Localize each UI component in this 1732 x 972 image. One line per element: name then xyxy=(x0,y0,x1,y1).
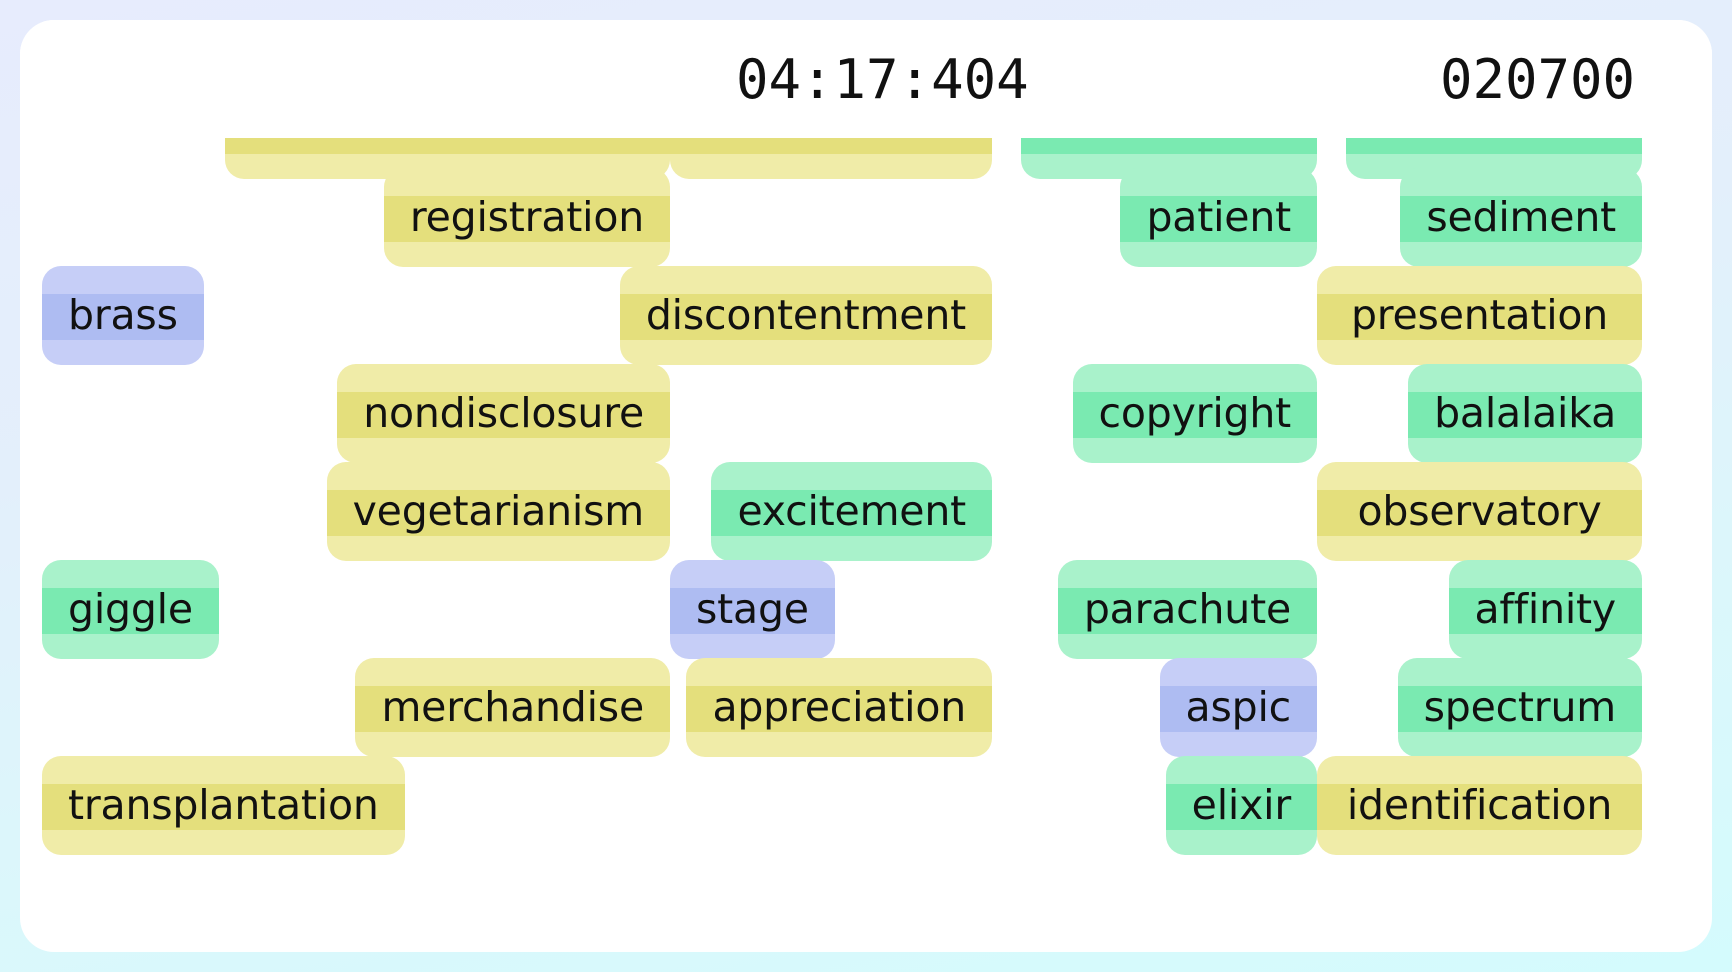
word-chip-board: registration patient sediment brass disconte… xyxy=(20,20,1712,952)
word-chip-clipped[interactable] xyxy=(670,80,992,179)
chip-slot: appreciation xyxy=(670,658,992,757)
chip-label: balalaika xyxy=(1434,389,1616,437)
word-chip[interactable]: stage xyxy=(670,560,835,659)
word-chip[interactable]: identification xyxy=(1317,756,1642,855)
chip-label: identification xyxy=(1346,781,1613,829)
chip-label: appreciation xyxy=(712,683,966,731)
chip-row: nondisclosure copyright balalaika xyxy=(20,364,1712,463)
chip-row: brass discontentment presentation xyxy=(20,266,1712,365)
chip-slot: presentation xyxy=(1317,266,1642,365)
chip-label: patient xyxy=(1146,193,1291,241)
chip-slot: balalaika xyxy=(1317,364,1642,463)
word-chip[interactable]: patient xyxy=(1120,168,1317,267)
word-chip[interactable]: copyright xyxy=(1072,364,1318,463)
chip-slot xyxy=(992,266,1317,365)
word-chip[interactable]: nondisclosure xyxy=(337,364,670,463)
chip-row: registration patient sediment xyxy=(20,168,1712,267)
chip-label: transplantation xyxy=(68,781,379,829)
chip-label: giggle xyxy=(68,585,193,633)
word-chip[interactable]: affinity xyxy=(1448,560,1642,659)
word-chip[interactable]: parachute xyxy=(1057,560,1318,659)
word-chip[interactable]: brass xyxy=(42,266,204,365)
chip-slot xyxy=(670,364,992,463)
chip-label: parachute xyxy=(1083,585,1291,633)
chip-label: spectrum xyxy=(1423,683,1617,731)
chip-label: nondisclosure xyxy=(363,389,644,437)
chip-slot: aspic xyxy=(992,658,1318,757)
chip-slot: elixir xyxy=(992,756,1318,855)
chip-slot: identification xyxy=(1317,756,1642,855)
chip-slot: affinity xyxy=(1317,560,1642,659)
word-chip[interactable]: spectrum xyxy=(1397,658,1643,757)
chip-slot: observatory xyxy=(1317,462,1642,561)
chip-slot: parachute xyxy=(992,560,1318,659)
word-chip[interactable]: excitement xyxy=(711,462,992,561)
chip-slot xyxy=(670,80,992,179)
chip-label: affinity xyxy=(1474,585,1617,633)
chip-slot: sediment xyxy=(1317,168,1642,267)
chip-slot: vegetarianism xyxy=(42,462,671,561)
word-chip[interactable]: registration xyxy=(383,168,671,267)
chip-label: discontentment xyxy=(645,291,966,339)
chip-slot: patient xyxy=(992,168,1317,267)
chip-slot: transplantation xyxy=(42,756,670,855)
word-chip[interactable]: merchandise xyxy=(355,658,670,757)
chip-slot: copyright xyxy=(992,364,1318,463)
chip-label: elixir xyxy=(1191,781,1292,829)
chip-row: transplantation elixir identification xyxy=(20,756,1712,855)
word-chip[interactable]: appreciation xyxy=(686,658,992,757)
chip-label: sediment xyxy=(1426,193,1616,241)
chip-row: merchandise appreciation aspic spectrum xyxy=(20,658,1712,757)
chip-row: giggle stage parachute affinity xyxy=(20,560,1712,659)
chip-slot xyxy=(42,80,670,179)
word-chip-clipped[interactable] xyxy=(225,80,670,179)
word-chip[interactable]: vegetarianism xyxy=(326,462,671,561)
chip-label: copyright xyxy=(1098,389,1292,437)
chip-slot: stage xyxy=(670,560,992,659)
chip-label: aspic xyxy=(1185,683,1292,731)
chip-row: vegetarianism excitement observatory xyxy=(20,462,1712,561)
chip-slot xyxy=(1317,80,1642,179)
word-chip[interactable]: elixir xyxy=(1165,756,1318,855)
word-chip[interactable]: observatory xyxy=(1317,462,1642,561)
word-chip[interactable]: aspic xyxy=(1159,658,1318,757)
word-chip[interactable]: transplantation xyxy=(42,756,405,855)
chip-slot: discontentment xyxy=(619,266,993,365)
chip-slot: spectrum xyxy=(1317,658,1643,757)
chip-label: brass xyxy=(68,291,178,339)
chip-slot xyxy=(992,462,1317,561)
chip-label: registration xyxy=(409,193,644,241)
word-chip[interactable]: presentation xyxy=(1317,266,1642,365)
chip-slot: nondisclosure xyxy=(42,364,670,463)
word-chip[interactable]: giggle xyxy=(42,560,219,659)
chip-slot: registration xyxy=(42,168,671,267)
chip-slot: giggle xyxy=(42,560,670,659)
word-chip[interactable]: balalaika xyxy=(1408,364,1642,463)
chip-slot: brass xyxy=(42,266,670,365)
word-chip-clipped[interactable] xyxy=(1021,80,1317,179)
chip-slot: excitement xyxy=(670,462,992,561)
word-chip[interactable]: discontentment xyxy=(619,266,993,365)
chip-label: excitement xyxy=(737,487,966,535)
chip-slot: merchandise xyxy=(42,658,670,757)
word-chip[interactable]: sediment xyxy=(1400,168,1642,267)
chip-row xyxy=(20,80,1712,179)
chip-label: observatory xyxy=(1357,487,1602,535)
chip-slot xyxy=(670,756,992,855)
chip-label: vegetarianism xyxy=(352,487,645,535)
word-chip-clipped[interactable] xyxy=(1346,80,1642,179)
chip-label: stage xyxy=(696,585,809,633)
chip-label: presentation xyxy=(1350,291,1609,339)
chip-slot xyxy=(670,168,992,267)
chip-label: merchandise xyxy=(381,683,644,731)
chip-slot xyxy=(992,80,1317,179)
